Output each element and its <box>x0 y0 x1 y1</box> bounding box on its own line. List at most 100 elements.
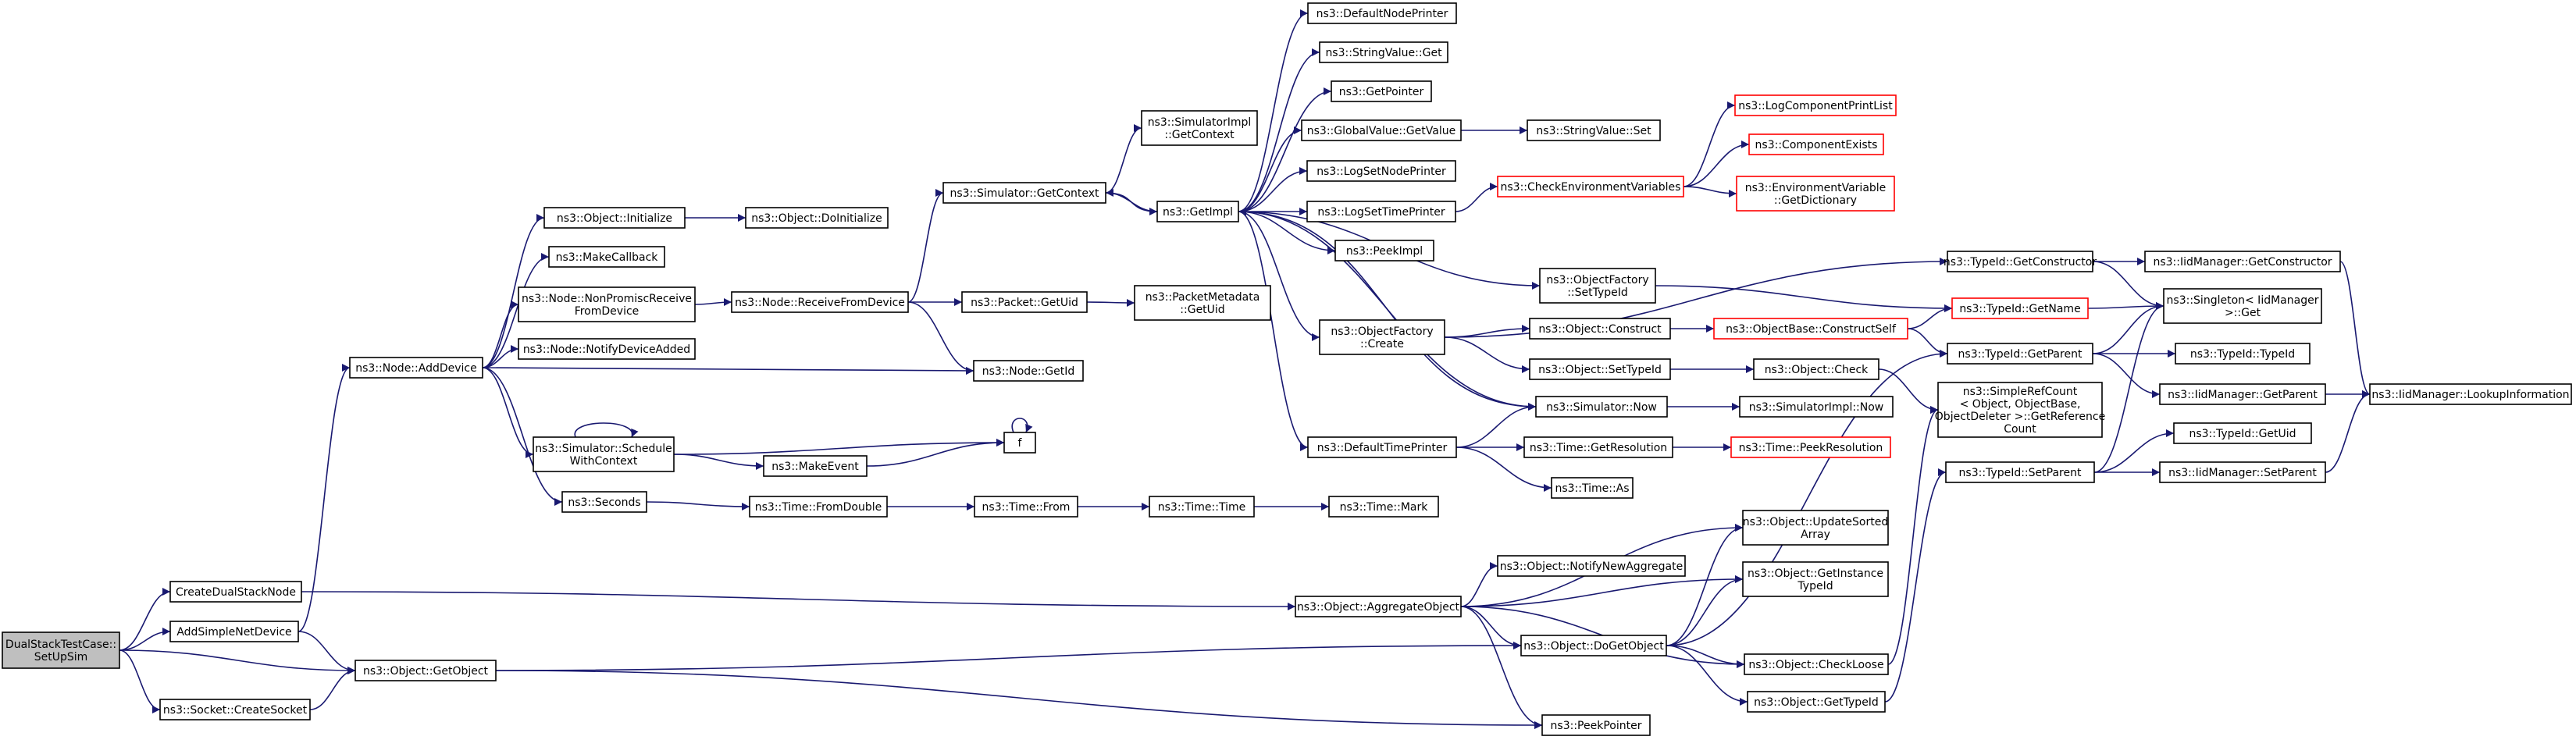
node-typeIdTypeId[interactable]: ns3::TypeId::TypeId <box>2175 343 2311 365</box>
edge-getImpl-to-logSetNodePrinter <box>1238 167 1308 212</box>
node-doInitialize[interactable]: ns3::Object::DoInitialize <box>745 207 889 229</box>
node-notifyNewAggregate[interactable]: ns3::Object::NotifyNewAggregate <box>1497 555 1686 577</box>
node-objInitialize[interactable]: ns3::Object::Initialize <box>543 207 686 229</box>
node-label: ns3::SimulatorImpl <box>1148 116 1252 129</box>
node-logComponentPrintList[interactable]: ns3::LogComponentPrintList <box>1734 94 1897 116</box>
node-globalValueGetValue[interactable]: ns3::GlobalValue::GetValue <box>1301 119 1462 141</box>
edge-objectFactorySetTypeId-to-typeIdGetName <box>1655 285 1953 312</box>
node-makeCallback[interactable]: ns3::MakeCallback <box>548 246 665 268</box>
node-constructSelf[interactable]: ns3::ObjectBase::ConstructSelf <box>1713 318 1908 340</box>
node-objConstruct[interactable]: ns3::Object::Construct <box>1529 318 1671 340</box>
edge-aggregateObject-to-peekPointer <box>1460 606 1543 729</box>
node-simImplNow[interactable]: ns3::SimulatorImpl::Now <box>1739 396 1894 418</box>
node-peekImpl[interactable]: ns3::PeekImpl <box>1334 240 1434 261</box>
node-checkEnvVars[interactable]: ns3::CheckEnvironmentVariables <box>1497 176 1684 197</box>
node-addSimpleNetDevice[interactable]: AddSimpleNetDevice <box>169 621 299 642</box>
edge-doGetObject-to-getTypeId <box>1666 645 1748 706</box>
node-box <box>169 581 302 603</box>
node-makeEvent[interactable]: ns3::MakeEvent <box>763 455 868 477</box>
node-typeIdGetUid[interactable]: ns3::TypeId::GetUid <box>2173 422 2312 444</box>
node-root[interactable]: DualStackTestCase::SetUpSim <box>2 631 120 669</box>
node-timeAs[interactable]: ns3::Time::As <box>1551 477 1634 499</box>
node-packetMetadataGetUid[interactable]: ns3::PacketMetadata::GetUid <box>1134 285 1271 321</box>
edge-typeIdGetParent-to-singletonGet <box>2092 302 2164 354</box>
node-notifyDeviceAdded[interactable]: ns3::Node::NotifyDeviceAdded <box>518 338 696 360</box>
node-box <box>1141 110 1258 146</box>
node-iidGetParent[interactable]: ns3::IidManager::GetParent <box>2159 383 2326 405</box>
node-checkLoose[interactable]: ns3::Object::CheckLoose <box>1744 653 1889 675</box>
node-logSetTimePrinter[interactable]: ns3::LogSetTimePrinter <box>1306 201 1456 222</box>
node-timeFrom[interactable]: ns3::Time::From <box>974 496 1078 518</box>
node-label: Count <box>2004 423 2036 436</box>
edge-typeIdGetName-to-singletonGet <box>2087 302 2164 311</box>
node-box <box>1319 319 1445 355</box>
node-typeIdGetParent[interactable]: ns3::TypeId::GetParent <box>1947 343 2093 365</box>
node-label: ns3::Time::As <box>1555 482 1629 495</box>
node-label: ns3::DefaultNodePrinter <box>1317 8 1448 20</box>
node-getTypeId[interactable]: ns3::Object::GetTypeId <box>1747 691 1886 713</box>
node-objectFactoryCreate[interactable]: ns3::ObjectFactory::Create <box>1319 319 1445 355</box>
node-typeIdGetConstructor[interactable]: ns3::TypeId::GetConstructor <box>1944 251 2097 272</box>
node-label: ns3::Object::GetTypeId <box>1754 696 1879 709</box>
node-simNow[interactable]: ns3::Simulator::Now <box>1535 396 1668 418</box>
node-typeIdGetName[interactable]: ns3::TypeId::GetName <box>1951 297 2089 319</box>
node-addDevice[interactable]: ns3::Node::AddDevice <box>349 357 483 379</box>
node-peekPointer[interactable]: ns3::PeekPointer <box>1541 714 1651 736</box>
node-getContext[interactable]: ns3::Simulator::GetContext <box>942 182 1106 204</box>
node-label: ns3::IidManager::SetParent <box>2168 467 2317 479</box>
node-timeMark[interactable]: ns3::Time::Mark <box>1328 496 1439 518</box>
node-defaultNodePrinter[interactable]: ns3::DefaultNodePrinter <box>1307 2 1457 24</box>
node-stringValueSet[interactable]: ns3::StringValue::Set <box>1527 119 1661 141</box>
node-packetGetUid[interactable]: ns3::Packet::GetUid <box>961 291 1088 313</box>
node-getObject[interactable]: ns3::Object::GetObject <box>355 660 497 681</box>
node-label: ns3::Object::NotifyNewAggregate <box>1500 560 1683 573</box>
node-stringValueGet[interactable]: ns3::StringValue::Get <box>1319 41 1448 63</box>
edge-getImpl-to-defaultTimePrinter <box>1238 211 1309 451</box>
node-box <box>1156 201 1239 222</box>
node-label: ns3::StringValue::Get <box>1325 47 1442 59</box>
node-timeTime[interactable]: ns3::Time::Time <box>1149 496 1255 518</box>
node-label: ns3::StringValue::Set <box>1536 125 1651 137</box>
node-label: ObjectDeleter >::GetReference <box>1935 411 2105 423</box>
node-getPointer[interactable]: ns3::GetPointer <box>1331 80 1432 102</box>
node-getImpl[interactable]: ns3::GetImpl <box>1156 201 1239 222</box>
node-objCheck[interactable]: ns3::Object::Check <box>1753 358 1879 380</box>
node-logSetNodePrinter[interactable]: ns3::LogSetNodePrinter <box>1306 160 1456 182</box>
node-singletonGet[interactable]: ns3::Singleton< IidManager>::Get <box>2163 288 2322 324</box>
node-box <box>543 207 686 229</box>
node-envVarGetDictionary[interactable]: ns3::EnvironmentVariable::GetDictionary <box>1736 176 1895 212</box>
node-lookupInformation[interactable]: ns3::IidManager::LookupInformation <box>2369 383 2572 405</box>
node-label: ::GetUid <box>1180 304 1224 316</box>
node-createDualStack[interactable]: CreateDualStackNode <box>169 581 302 603</box>
node-objectFactorySetTypeId[interactable]: ns3::ObjectFactory::SetTypeId <box>1539 268 1656 304</box>
node-fromDouble[interactable]: ns3::Time::FromDouble <box>749 496 888 518</box>
node-label: ns3::Time::GetResolution <box>1530 442 1667 454</box>
node-label: ns3::Node::AddDevice <box>355 362 476 375</box>
node-timePeekResolution[interactable]: ns3::Time::PeekResolution <box>1730 436 1891 458</box>
node-aggregateObject[interactable]: ns3::Object::AggregateObject <box>1295 596 1462 617</box>
node-simpleRefCount[interactable]: ns3::SimpleRefCount< Object, ObjectBase,… <box>1935 382 2105 438</box>
node-label: ::GetContext <box>1164 129 1235 141</box>
edge-root-to-createSocket <box>119 649 161 713</box>
node-typeIdSetParent[interactable]: ns3::TypeId::SetParent <box>1945 461 2095 483</box>
node-seconds[interactable]: ns3::Seconds <box>561 491 647 513</box>
node-nodeGetId[interactable]: ns3::Node::GetId <box>973 360 1084 382</box>
node-f[interactable]: f <box>1003 432 1036 454</box>
node-iidSetParent[interactable]: ns3::IidManager::SetParent <box>2159 461 2326 483</box>
node-iidGetConstructor[interactable]: ns3::IidManager::GetConstructor <box>2144 251 2341 272</box>
node-defaultTimePrinter[interactable]: ns3::DefaultTimePrinter <box>1307 436 1457 458</box>
node-doGetObject[interactable]: ns3::Object::DoGetObject <box>1520 635 1667 656</box>
node-createSocket[interactable]: ns3::Socket::CreateSocket <box>159 699 311 720</box>
edge-doGetObject-to-typeIdGetParent <box>1666 350 1948 646</box>
node-objSetTypeId[interactable]: ns3::Object::SetTypeId <box>1529 358 1671 380</box>
node-box <box>2173 422 2312 444</box>
node-receiveFromDevice[interactable]: ns3::Node::ReceiveFromDevice <box>731 291 909 313</box>
node-componentExists[interactable]: ns3::ComponentExists <box>1748 133 1884 155</box>
node-timeGetResolution[interactable]: ns3::Time::GetResolution <box>1523 436 1673 458</box>
node-label: ns3::MakeEvent <box>771 461 859 473</box>
node-simImplGetContext[interactable]: ns3::SimulatorImpl::GetContext <box>1141 110 1258 146</box>
